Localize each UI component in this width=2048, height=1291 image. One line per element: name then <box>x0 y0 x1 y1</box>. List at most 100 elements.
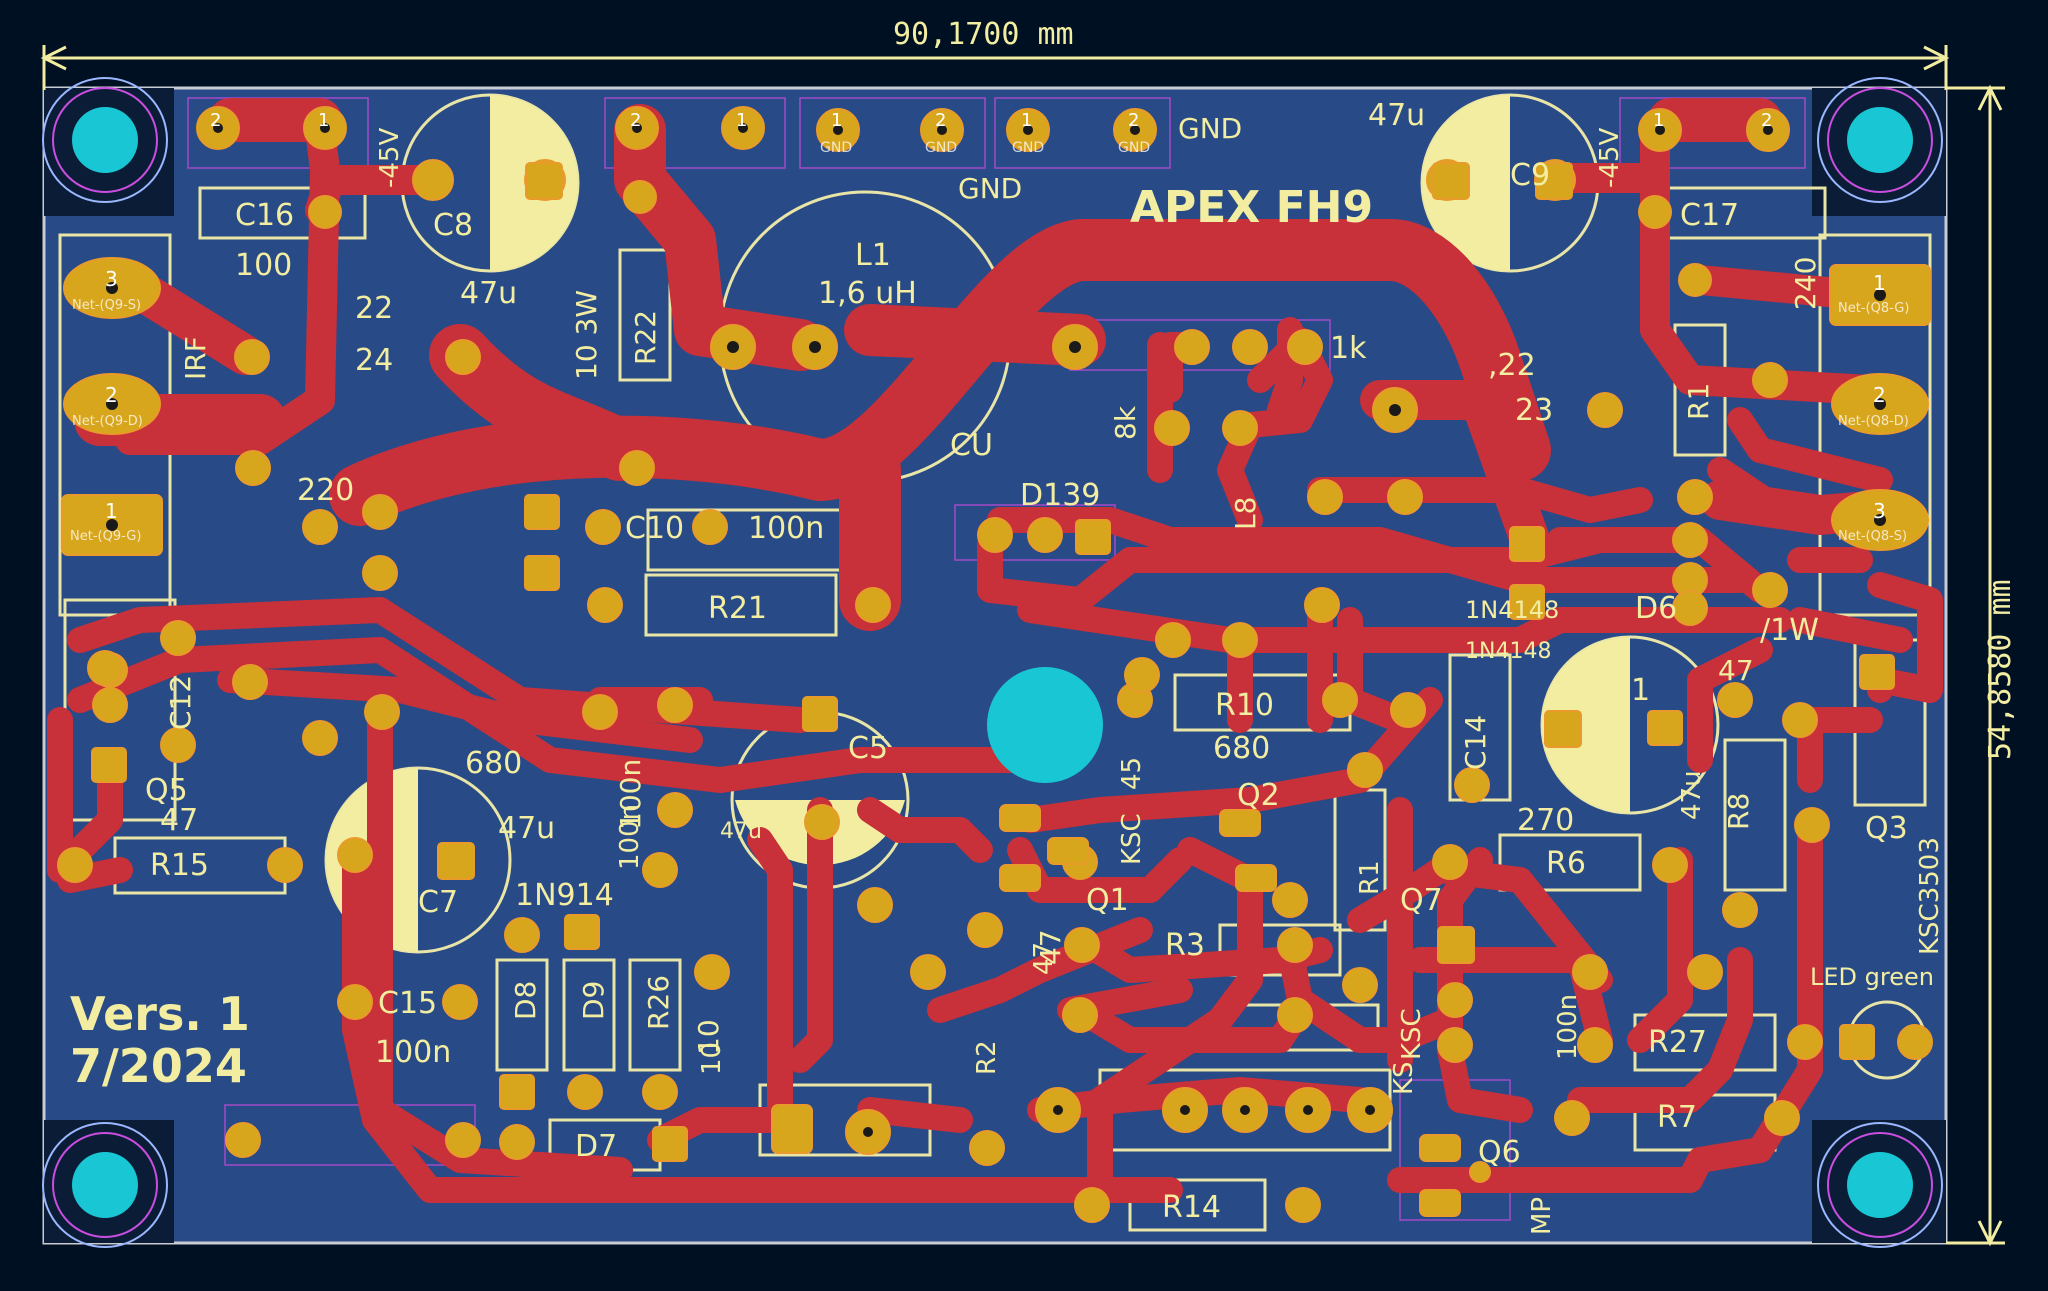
label: 100n <box>1553 994 1583 1060</box>
pad-num: 1 <box>1021 110 1032 131</box>
label: 47 <box>1718 654 1754 687</box>
label: 100n <box>614 759 647 830</box>
label: 47 <box>160 803 198 838</box>
label: D9 <box>577 981 610 1020</box>
label: D139 <box>1020 478 1100 513</box>
label: 24 <box>355 343 393 378</box>
label: R3 <box>1165 928 1205 963</box>
label: 1,6 uH <box>818 276 917 311</box>
label: L1 <box>855 238 891 273</box>
label: CU <box>950 428 993 463</box>
label: C7 <box>418 885 458 920</box>
label: Q3 <box>1865 811 1908 846</box>
label: 680 <box>465 746 522 781</box>
label: R7 <box>1657 1100 1697 1135</box>
pad-drills <box>106 123 1886 1137</box>
label: -45V <box>1595 128 1625 188</box>
label: R2 <box>972 1040 1002 1075</box>
label: R27 <box>1648 1025 1707 1060</box>
label: D8 <box>509 981 542 1020</box>
label: IRF <box>179 336 212 380</box>
net-label-q8g: Net-(Q8-G) <box>1838 301 1909 316</box>
dimension-lines <box>40 45 2005 1247</box>
label: 270 <box>1517 803 1574 838</box>
net-label-q9s: Net-(Q9-S) <box>72 298 141 313</box>
pad-num: 2 <box>1761 110 1772 131</box>
label-gnd-top: GND <box>1178 112 1242 145</box>
height-dimension: 54,8580 mm <box>1983 579 2018 760</box>
pad-num: 1 <box>831 110 842 131</box>
pad-num: 2 <box>210 110 221 131</box>
label: /1W <box>1760 613 1819 648</box>
net-label-q8s: Net-(Q8-S) <box>1838 529 1907 544</box>
label: Q1 <box>1086 883 1129 918</box>
label: C9 <box>1510 158 1550 193</box>
label: KSC <box>1117 813 1147 865</box>
label: 1N914 <box>515 878 614 913</box>
label: Q5 <box>145 773 188 808</box>
label: 1N4148 <box>1465 639 1551 664</box>
pad-num: 2 <box>935 110 946 131</box>
net-label-q9g: Net-(Q9-G) <box>70 529 141 544</box>
label: 10 <box>697 1042 727 1075</box>
label: LED green <box>1810 963 1934 991</box>
pad-num: 3 <box>105 267 118 291</box>
net-label-gnd-2: GND <box>925 140 957 156</box>
label: C8 <box>433 208 473 243</box>
label: Q2 <box>1237 778 1280 813</box>
width-dimension: 90,1700 mm <box>893 17 1074 52</box>
label: -45V <box>375 128 405 188</box>
label: 47 <box>1034 929 1067 965</box>
version-line-2: 7/2024 <box>70 1039 247 1093</box>
label: 47u <box>720 819 762 844</box>
label: 100n <box>375 1035 451 1070</box>
label: D7 <box>575 1129 617 1164</box>
label: L8 <box>1229 497 1262 530</box>
pad-num: 1 <box>318 110 329 131</box>
label: C10 <box>625 511 684 546</box>
label: R21 <box>708 591 767 626</box>
label: 47u <box>1677 770 1707 820</box>
net-label-gnd-1: GND <box>820 140 852 156</box>
label: C14 <box>1459 715 1492 770</box>
label: 10 3W <box>570 290 603 380</box>
label: R10 <box>1215 688 1274 723</box>
label: 47u <box>498 811 555 846</box>
label: 47 <box>1029 942 1059 975</box>
label: KS <box>1389 1061 1419 1095</box>
label: 23 <box>1515 393 1553 428</box>
label: 680 <box>1213 731 1270 766</box>
label: D6 <box>1635 591 1677 626</box>
net-label-q8d: Net-(Q8-D) <box>1838 414 1909 429</box>
label: R15 <box>150 848 209 883</box>
pad-num: 3 <box>1873 499 1886 523</box>
label: 100n <box>748 511 824 546</box>
label: R22 <box>629 310 662 365</box>
label: R6 <box>1546 846 1586 881</box>
net-label-gnd-3: GND <box>1012 140 1044 156</box>
label: C5 <box>848 731 888 766</box>
label: KSC <box>1397 1008 1427 1060</box>
label: 100 <box>235 248 292 283</box>
label: 47u <box>460 276 517 311</box>
label: 240 <box>1789 257 1822 310</box>
label: ,22 <box>1488 348 1536 383</box>
pad-num: 1 <box>1653 110 1664 131</box>
label: C16 <box>235 198 294 233</box>
pad-num: 1 <box>736 110 747 131</box>
label: MP <box>1527 1197 1557 1235</box>
net-label-gnd-4: GND <box>1118 140 1150 156</box>
label: 1k <box>1330 331 1367 366</box>
net-labels: Net-(Q9-S) Net-(Q9-D) Net-(Q9-G) Net-(Q8… <box>70 140 1909 544</box>
label: R26 <box>642 975 675 1030</box>
label: 8k <box>1109 405 1142 440</box>
label: 22 <box>355 291 393 326</box>
pad-num: 1 <box>1873 271 1886 295</box>
mounting-holes <box>42 77 1943 1248</box>
label: R8 <box>1722 793 1755 830</box>
label-gnd-mid: GND <box>958 172 1022 205</box>
label: C17 <box>1680 198 1739 233</box>
label: R1 <box>1682 383 1715 420</box>
label: 47u <box>1368 98 1425 133</box>
